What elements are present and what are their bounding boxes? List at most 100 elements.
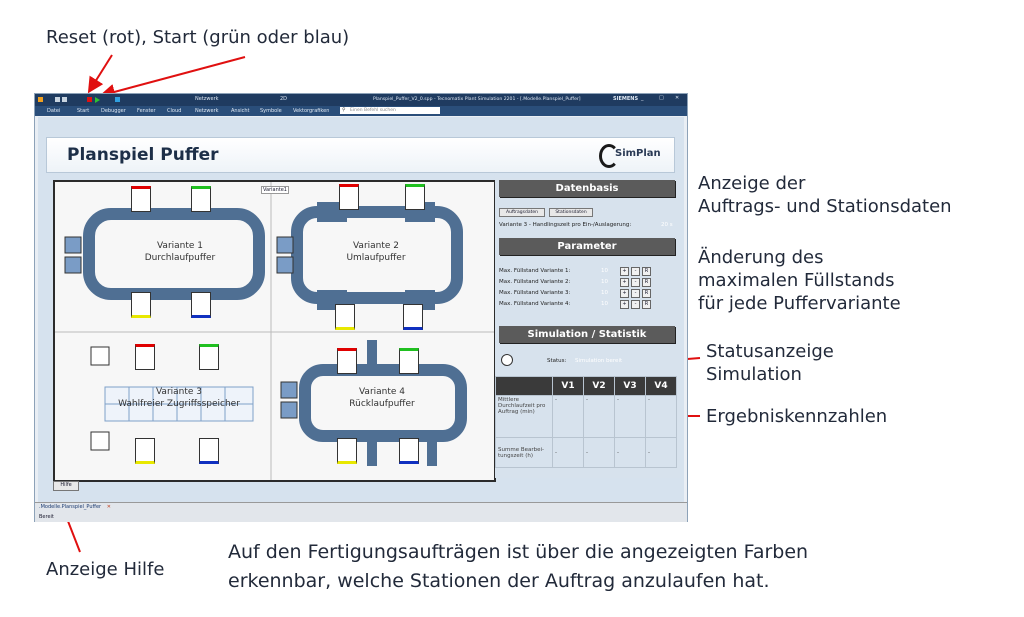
simulation-canvas[interactable]: Variante1 Variante 1 Durchlaufpuffer Var… bbox=[53, 180, 496, 482]
station[interactable] bbox=[131, 292, 151, 318]
station[interactable] bbox=[335, 304, 355, 330]
document-tab[interactable]: .Modelle.Planspiel_Puffer ✕ bbox=[39, 504, 111, 510]
station[interactable] bbox=[337, 438, 357, 464]
annotation-status: Statusanzeige Simulation bbox=[706, 341, 834, 385]
station[interactable] bbox=[399, 438, 419, 464]
menu-item-netzwerk[interactable]: Netzwerk bbox=[195, 108, 219, 114]
tab-2d[interactable]: 2D bbox=[280, 96, 288, 102]
search-placeholder: Einen Befehl suchen bbox=[350, 108, 396, 113]
hilfe-button[interactable]: Hilfe bbox=[53, 481, 79, 491]
close-icon[interactable]: ✕ bbox=[675, 95, 680, 101]
status-value: Simulation bereit bbox=[575, 358, 623, 364]
handling-time-label: Variante 3 - Handlingszeit pro Ein-/Ausl… bbox=[499, 222, 632, 228]
annotation-datenbasis: Anzeige der Auftrags- und Stationsdaten bbox=[698, 173, 952, 217]
minimize-icon[interactable]: _ bbox=[641, 95, 644, 101]
start-fast-icon[interactable] bbox=[115, 97, 120, 102]
cell: - bbox=[552, 437, 584, 468]
fuellstand-label-3: Max. Füllstand Variante 3: bbox=[499, 290, 571, 296]
siemens-brand: SIEMENS bbox=[613, 96, 639, 102]
fuellstand-minus-4[interactable]: - bbox=[631, 300, 640, 309]
menu-item-debugger[interactable]: Debugger bbox=[101, 108, 126, 114]
ribbon-menu: Datei Start Debugger Fenster Cloud Netzw… bbox=[35, 106, 687, 116]
table-row: Summe Bearbei-tungszeit (h) - - - - bbox=[495, 437, 677, 468]
menu-item-symbole[interactable]: Symbole bbox=[260, 108, 282, 114]
status-ready: Bereit bbox=[39, 514, 54, 520]
fuellstand-reset-4[interactable]: R bbox=[642, 300, 651, 309]
app-window: Netzwerk 2D Planspiel_Puffer_V2_0.spp - … bbox=[34, 93, 688, 522]
station[interactable] bbox=[405, 184, 425, 210]
variant-2-label: Variante 2 Umlaufpuffer bbox=[311, 240, 441, 264]
document-tab-close-icon[interactable]: ✕ bbox=[106, 504, 111, 510]
station[interactable] bbox=[399, 348, 419, 374]
variant-4-title: Variante 4 bbox=[358, 387, 406, 397]
results-col-v3: V3 bbox=[614, 376, 646, 396]
station[interactable] bbox=[199, 438, 219, 464]
parameter-header: Parameter bbox=[499, 238, 675, 255]
fuellstand-value-2: 10 bbox=[601, 279, 608, 285]
station[interactable] bbox=[191, 292, 211, 318]
station[interactable] bbox=[135, 438, 155, 464]
annotation-fuellstand: Änderung des maximalen Füllstands für je… bbox=[698, 247, 901, 314]
menu-item-vektorgrafiken[interactable]: Vektorgrafiken bbox=[293, 108, 330, 114]
fuellstand-reset-1[interactable]: R bbox=[642, 267, 651, 276]
reset-icon[interactable] bbox=[87, 97, 92, 102]
maximize-icon[interactable]: □ bbox=[659, 95, 664, 101]
fuellstand-label-2: Max. Füllstand Variante 2: bbox=[499, 279, 571, 285]
station[interactable] bbox=[199, 344, 219, 370]
station[interactable] bbox=[339, 184, 359, 210]
menu-item-cloud[interactable]: Cloud bbox=[167, 108, 182, 114]
title-bar: Netzwerk 2D Planspiel_Puffer_V2_0.spp - … bbox=[35, 94, 687, 106]
fuellstand-plus-4[interactable]: + bbox=[620, 300, 629, 309]
fuellstand-reset-3[interactable]: R bbox=[642, 289, 651, 298]
results-corner bbox=[495, 376, 553, 396]
row-label: Summe Bearbei-tungszeit (h) bbox=[495, 437, 553, 468]
status-bar: .Modelle.Planspiel_Puffer ✕ Bereit bbox=[35, 502, 687, 522]
results-col-v4: V4 bbox=[645, 376, 677, 396]
annotation-hilfe: Anzeige Hilfe bbox=[46, 559, 165, 580]
menu-item-datei[interactable]: Datei bbox=[47, 108, 61, 114]
station[interactable] bbox=[191, 186, 211, 212]
fuellstand-minus-3[interactable]: - bbox=[631, 289, 640, 298]
fuellstand-plus-2[interactable]: + bbox=[620, 278, 629, 287]
cell: - bbox=[614, 437, 646, 468]
fuellstand-value-4: 10 bbox=[601, 301, 608, 307]
stopwatch-icon bbox=[501, 354, 513, 366]
variant-4-label: Variante 4 Rücklaufpuffer bbox=[317, 386, 447, 410]
simplan-logo: SimPlan bbox=[599, 144, 669, 168]
variant-1-marker: Variante1 bbox=[261, 186, 289, 194]
model-header: Planspiel Puffer SimPlan bbox=[46, 137, 675, 173]
cell: - bbox=[614, 395, 646, 438]
fuellstand-value-3: 10 bbox=[601, 290, 608, 296]
variant-1-title: Variante 1 bbox=[156, 241, 204, 251]
start-icon[interactable] bbox=[95, 97, 100, 103]
simplan-logo-text: SimPlan bbox=[615, 148, 661, 159]
variant-3-subtitle: Wahlfreier Zugriffsspeicher bbox=[118, 399, 240, 409]
cell: - bbox=[645, 395, 677, 438]
station[interactable] bbox=[131, 186, 151, 212]
layout-drawing bbox=[55, 182, 494, 480]
save-icon[interactable] bbox=[55, 97, 60, 102]
auftragsdaten-button[interactable]: Auftragsdaten bbox=[499, 208, 545, 217]
menu-item-fenster[interactable]: Fenster bbox=[137, 108, 156, 114]
station[interactable] bbox=[337, 348, 357, 374]
page-title: Planspiel Puffer bbox=[67, 145, 219, 165]
stationsdaten-button[interactable]: Stationsdaten bbox=[549, 208, 593, 217]
fuellstand-reset-2[interactable]: R bbox=[642, 278, 651, 287]
cell: - bbox=[583, 395, 615, 438]
fuellstand-minus-1[interactable]: - bbox=[631, 267, 640, 276]
document-tab-label: .Modelle.Planspiel_Puffer bbox=[39, 504, 102, 510]
table-row: Mittlere Durchlaufzeit pro Auftrag (min)… bbox=[495, 395, 677, 438]
variant-1-label: Variante 1 Durchlaufpuffer bbox=[115, 240, 245, 264]
fuellstand-plus-1[interactable]: + bbox=[620, 267, 629, 276]
station[interactable] bbox=[403, 304, 423, 330]
open-icon[interactable] bbox=[62, 97, 67, 102]
menu-item-ansicht[interactable]: Ansicht bbox=[231, 108, 250, 114]
cell: - bbox=[552, 395, 584, 438]
tab-netzwerk[interactable]: Netzwerk bbox=[195, 96, 219, 102]
station[interactable] bbox=[135, 344, 155, 370]
simulation-header: Simulation / Statistik bbox=[499, 326, 675, 343]
command-search-input[interactable]: ⚲ Einen Befehl suchen bbox=[340, 107, 440, 114]
fuellstand-plus-3[interactable]: + bbox=[620, 289, 629, 298]
menu-item-start[interactable]: Start bbox=[77, 108, 90, 114]
fuellstand-minus-2[interactable]: - bbox=[631, 278, 640, 287]
